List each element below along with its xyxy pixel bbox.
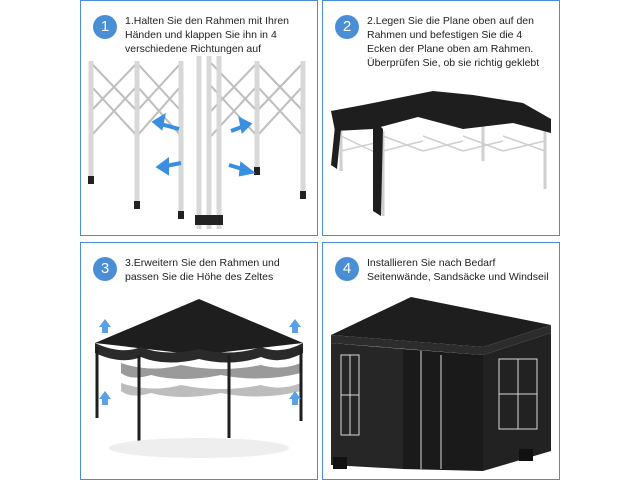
step-number-badge: 4: [335, 257, 359, 281]
height-adjust-illustration: [95, 299, 303, 458]
folding-frame-illustration: [88, 56, 306, 229]
step-panel-3: 3 3.Erweitern Sie den Rahmen und passen …: [80, 242, 318, 480]
step-instruction: 1.Halten Sie den Rahmen mit Ihren Händen…: [125, 15, 290, 55]
step-number-badge: 2: [335, 15, 359, 39]
step-instruction: 2.Legen Sie die Plane oben auf den Rahme…: [367, 15, 540, 69]
step-panel-1: 1 1.Halten Sie den Rahmen mit Ihren Händ…: [80, 0, 318, 236]
step-number-badge: 1: [93, 15, 117, 39]
canopy-placement-illustration: [331, 91, 551, 216]
raise-arrows: [99, 319, 301, 405]
unfold-arrows: [151, 112, 256, 177]
step-instruction: Installieren Sie nach Bedarf Seitenwände…: [367, 257, 549, 283]
step-number-badge: 3: [93, 257, 117, 281]
step-panel-4: 4 Installieren Sie nach Bedarf Seitenwän…: [322, 242, 560, 480]
step-instruction: 3.Erweitern Sie den Rahmen und passen Si…: [125, 257, 280, 283]
finished-tent-illustration: [331, 297, 551, 471]
step-panel-2: 2 2.Legen Sie die Plane oben auf den Rah…: [322, 0, 560, 236]
